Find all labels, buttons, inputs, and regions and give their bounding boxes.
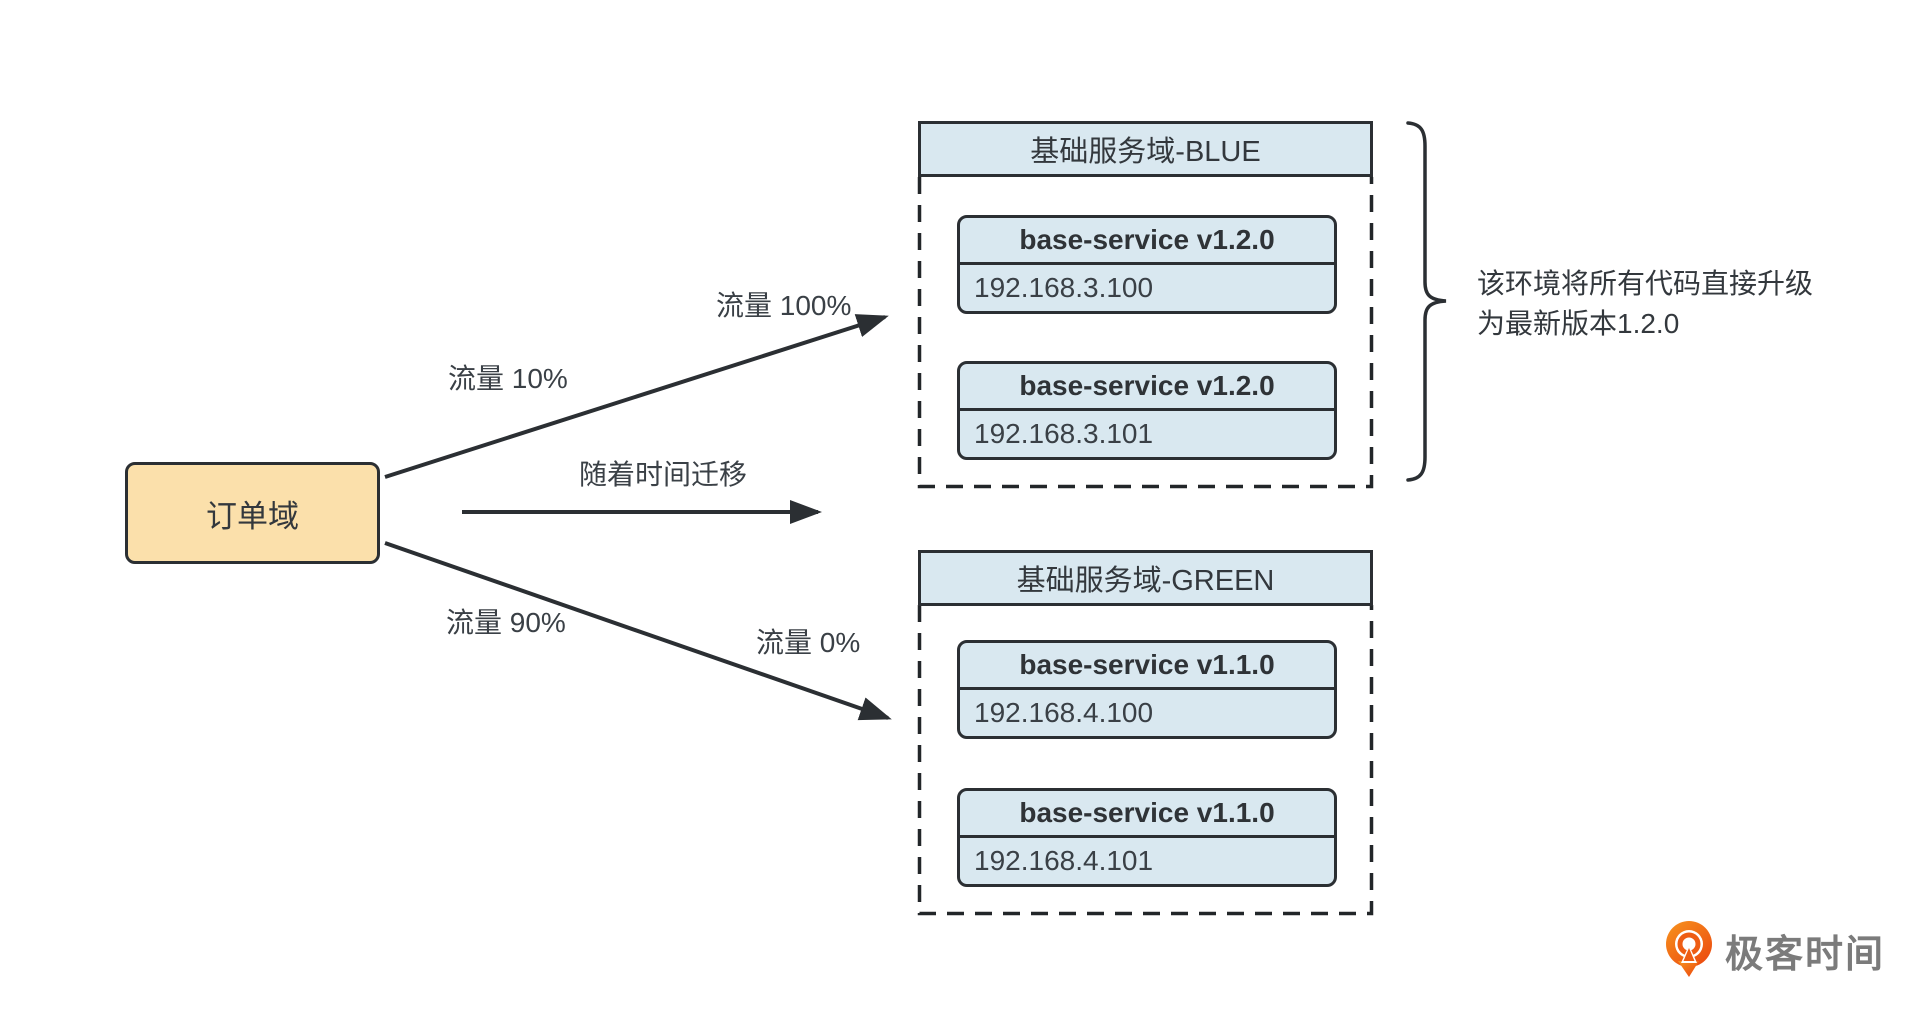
blue-instance-2-name: base-service v1.2.0	[960, 364, 1334, 411]
upgrade-annotation: 该环境将所有代码直接升级 为最新版本1.2.0	[1477, 264, 1813, 344]
upgrade-annotation-line1: 该环境将所有代码直接升级	[1477, 268, 1814, 299]
green-domain-header: 基础服务域-GREEN	[918, 550, 1373, 606]
geektime-logo-icon	[1666, 921, 1712, 977]
traffic-0-label: 流量 0%	[756, 627, 861, 658]
green-instance-2: base-service v1.1.0 192.168.4.101	[957, 788, 1337, 887]
blue-instance-2-ip: 192.168.3.101	[974, 418, 1154, 449]
curly-brace	[1406, 121, 1447, 482]
traffic-10-label: 流量 10%	[448, 363, 568, 394]
green-instance-1-ip: 192.168.4.100	[974, 697, 1154, 728]
arrow-to-blue	[384, 314, 889, 479]
upgrade-annotation-line2: 为最新版本1.2.0	[1477, 308, 1680, 339]
green-instance-1: base-service v1.1.0 192.168.4.100	[957, 640, 1337, 739]
green-instance-1-name: base-service v1.1.0	[960, 643, 1334, 690]
blue-domain-header: 基础服务域-BLUE	[918, 121, 1373, 177]
blue-domain-dashed-border	[917, 177, 1374, 489]
green-instance-2-ip: 192.168.4.101	[974, 845, 1154, 876]
geektime-logo-text: 极客时间	[1725, 933, 1886, 976]
geektime-logo: 极客时间	[1663, 920, 1885, 980]
order-domain-node: 订单域	[125, 462, 380, 564]
blue-instance-2: base-service v1.2.0 192.168.3.101	[957, 361, 1337, 460]
arrow-to-green	[384, 541, 892, 721]
blue-domain-title: 基础服务域-BLUE	[1030, 136, 1261, 168]
traffic-100-label: 流量 100%	[716, 290, 852, 321]
blue-instance-1-ip: 192.168.3.100	[974, 272, 1154, 303]
green-domain-dashed-border	[917, 605, 1374, 916]
order-domain-label: 订单域	[206, 498, 299, 534]
time-migration-label: 随着时间迁移	[579, 459, 748, 490]
traffic-90-label: 流量 90%	[446, 607, 566, 638]
green-domain-title: 基础服务域-GREEN	[1016, 565, 1275, 597]
blue-instance-1-name: base-service v1.2.0	[960, 218, 1334, 265]
blue-instance-1: base-service v1.2.0 192.168.3.100	[957, 215, 1337, 314]
green-instance-2-name: base-service v1.1.0	[960, 791, 1334, 838]
